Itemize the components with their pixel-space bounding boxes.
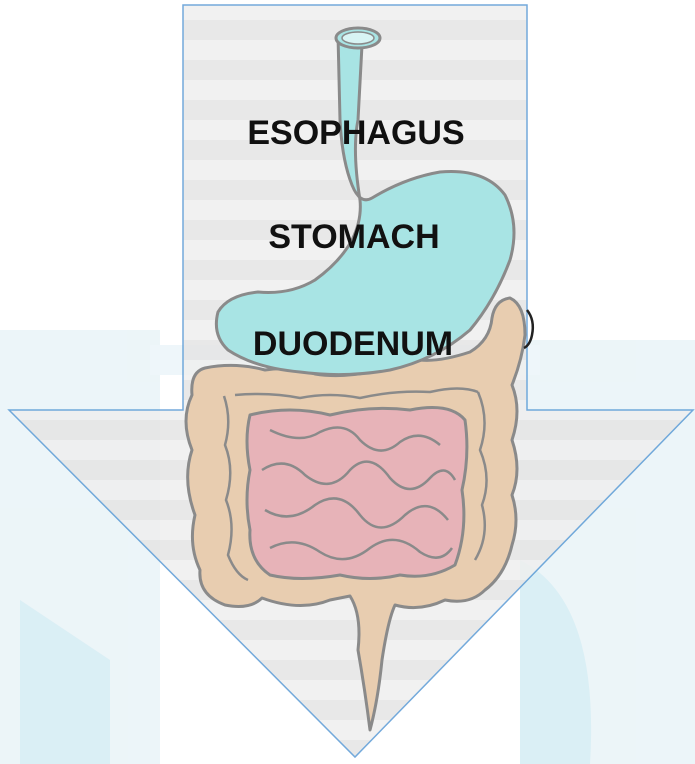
stomach-label: STOMACH (268, 218, 439, 256)
small-intestine-icon (247, 408, 467, 579)
duodenum-label: DUODENUM (253, 325, 453, 363)
esophagus-label: ESOPHAGUS (247, 114, 464, 152)
